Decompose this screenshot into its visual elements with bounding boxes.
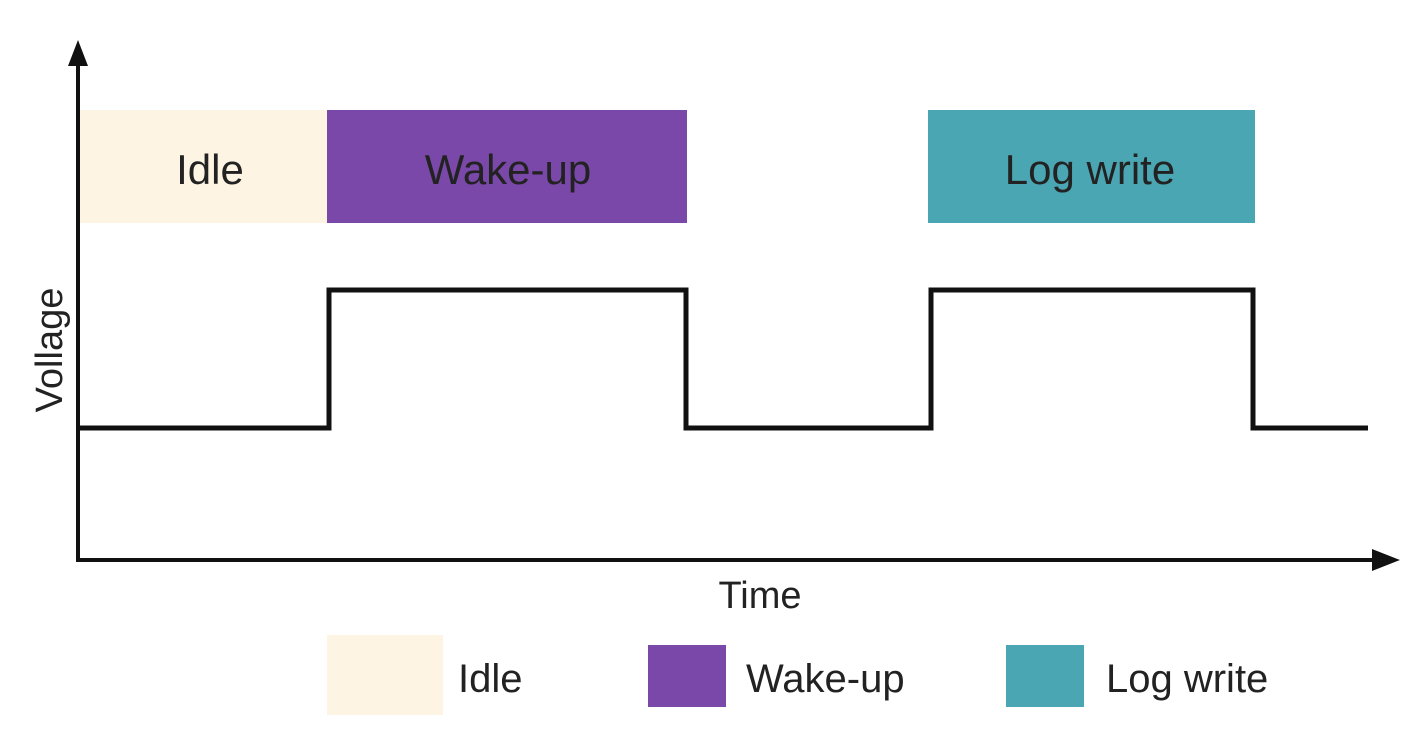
- phase-box-idle: [80, 110, 327, 223]
- phase-box-log-write: [928, 110, 1255, 223]
- phase-label-log-write: Log write: [1005, 146, 1175, 193]
- phase-label-wake-up: Wake-up: [425, 146, 592, 193]
- y-axis-label: Vollage: [29, 288, 71, 413]
- x-axis-arrow: [1372, 549, 1400, 571]
- legend-swatch-wake-up: [648, 645, 726, 707]
- legend-label-wake-up: Wake-up: [746, 657, 905, 701]
- phase-label-idle: Idle: [176, 146, 244, 193]
- y-axis-arrow: [68, 40, 88, 66]
- legend-label-idle: Idle: [458, 657, 523, 701]
- phase-box-wake-up: [327, 110, 687, 223]
- legend: Idle Wake-up Log write: [327, 635, 1268, 715]
- legend-label-log-write: Log write: [1106, 657, 1268, 701]
- legend-swatch-idle: [327, 635, 443, 715]
- voltage-signal: [80, 287, 1368, 431]
- legend-swatch-log-write: [1006, 645, 1084, 707]
- x-axis-label: Time: [718, 575, 801, 617]
